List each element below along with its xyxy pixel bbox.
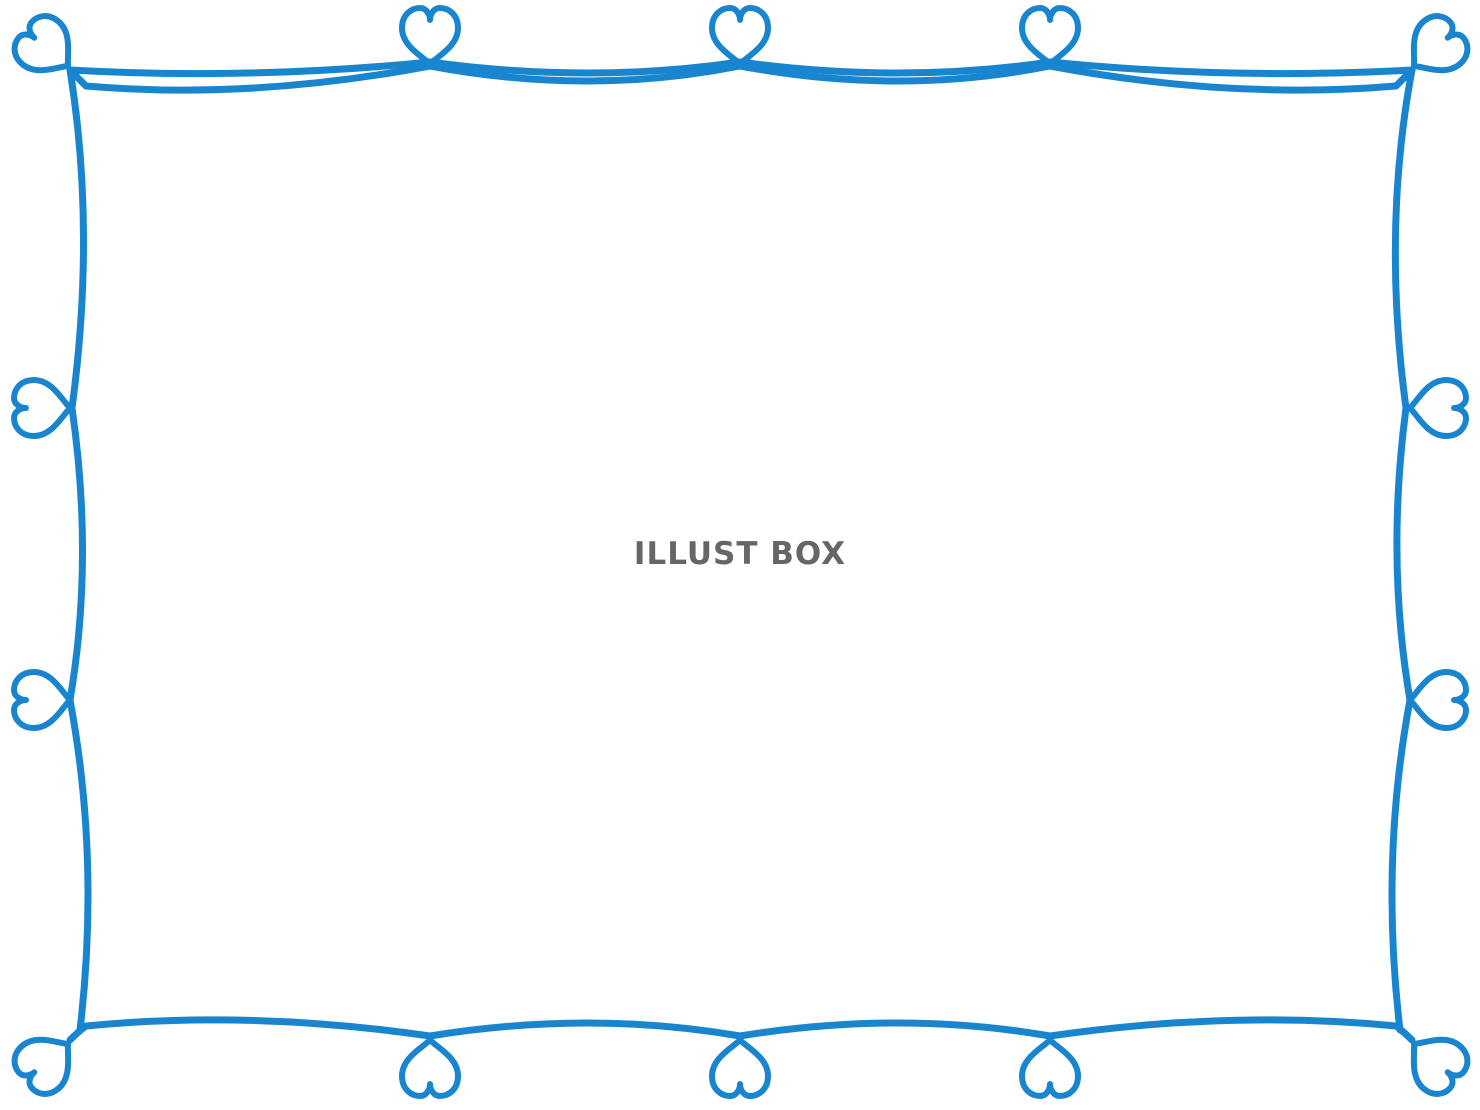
frame-right-edge	[1388, 66, 1416, 1034]
frame-bottom-edge	[66, 1016, 1416, 1044]
heart-icon	[402, 1040, 458, 1096]
heart-icon	[14, 380, 70, 436]
heart-icon	[712, 8, 768, 64]
watermark-text: ILLUST BOX	[633, 536, 847, 572]
heart-icon	[1410, 672, 1466, 728]
heart-icon	[1022, 8, 1078, 64]
frame-left-edge	[66, 66, 92, 1034]
heart-icon	[14, 672, 70, 728]
heart-icon	[1022, 1040, 1078, 1096]
heart-icon	[1410, 380, 1466, 436]
heart-icon	[712, 1040, 768, 1096]
heart-icon	[402, 8, 458, 64]
